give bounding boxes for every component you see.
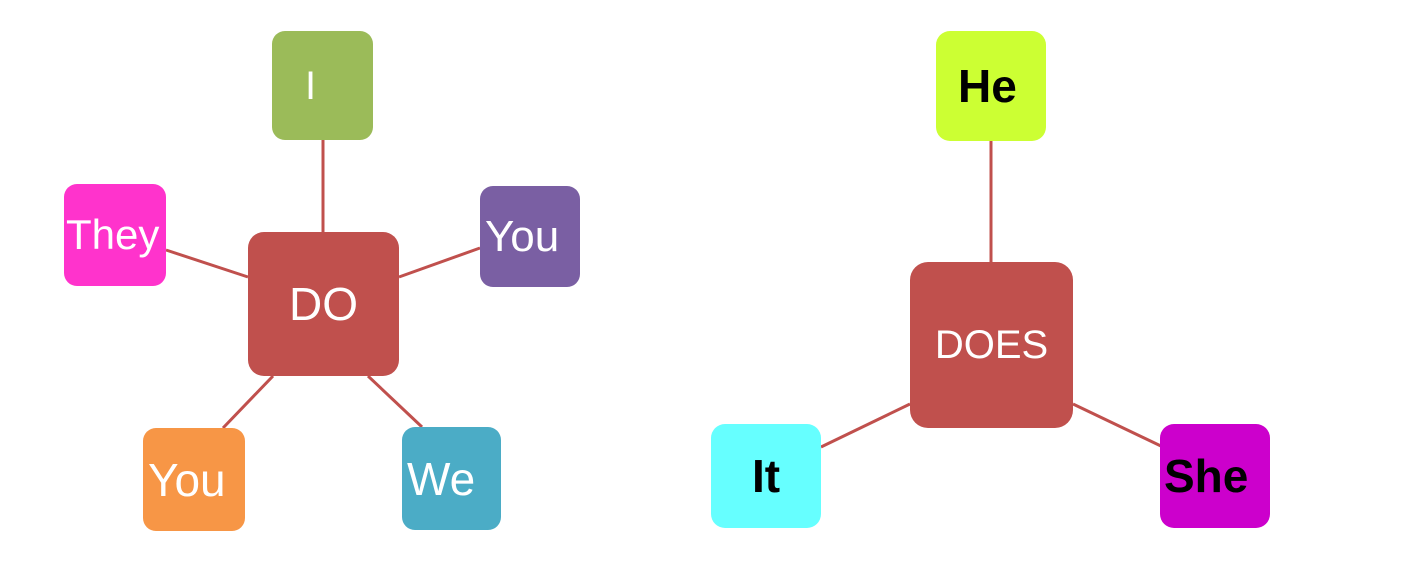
hub-do[interactable]: DO	[248, 232, 399, 376]
node-you-orange[interactable]: You	[143, 428, 245, 531]
edge-do-they	[165, 248, 249, 279]
node-she[interactable]: She	[1160, 424, 1270, 528]
node-she-label: She	[1164, 450, 1249, 502]
node-you-orange-label: You	[148, 453, 226, 506]
edge-do-you-orange	[221, 374, 275, 430]
node-it-label: It	[752, 450, 781, 502]
node-they[interactable]: They	[64, 184, 166, 286]
node-i[interactable]: I	[272, 31, 373, 140]
node-i-label: I	[305, 63, 317, 108]
edge-does-she	[1072, 402, 1164, 449]
node-we[interactable]: We	[402, 427, 501, 530]
node-he[interactable]: He	[936, 31, 1046, 141]
hub-do-label: DO	[289, 278, 358, 330]
node-they-label: They	[66, 211, 160, 258]
edge-do-you-purple	[398, 246, 481, 279]
edge-does-it	[820, 402, 911, 449]
hub-does[interactable]: DOES	[910, 262, 1073, 428]
node-we-label: We	[407, 452, 476, 505]
node-you-purple[interactable]: You	[480, 186, 580, 287]
node-you-purple-label: You	[485, 211, 560, 261]
edge-do-we	[366, 374, 424, 429]
node-he-label: He	[958, 60, 1017, 112]
hub-does-label: DOES	[934, 323, 1049, 367]
node-it[interactable]: It	[711, 424, 821, 528]
